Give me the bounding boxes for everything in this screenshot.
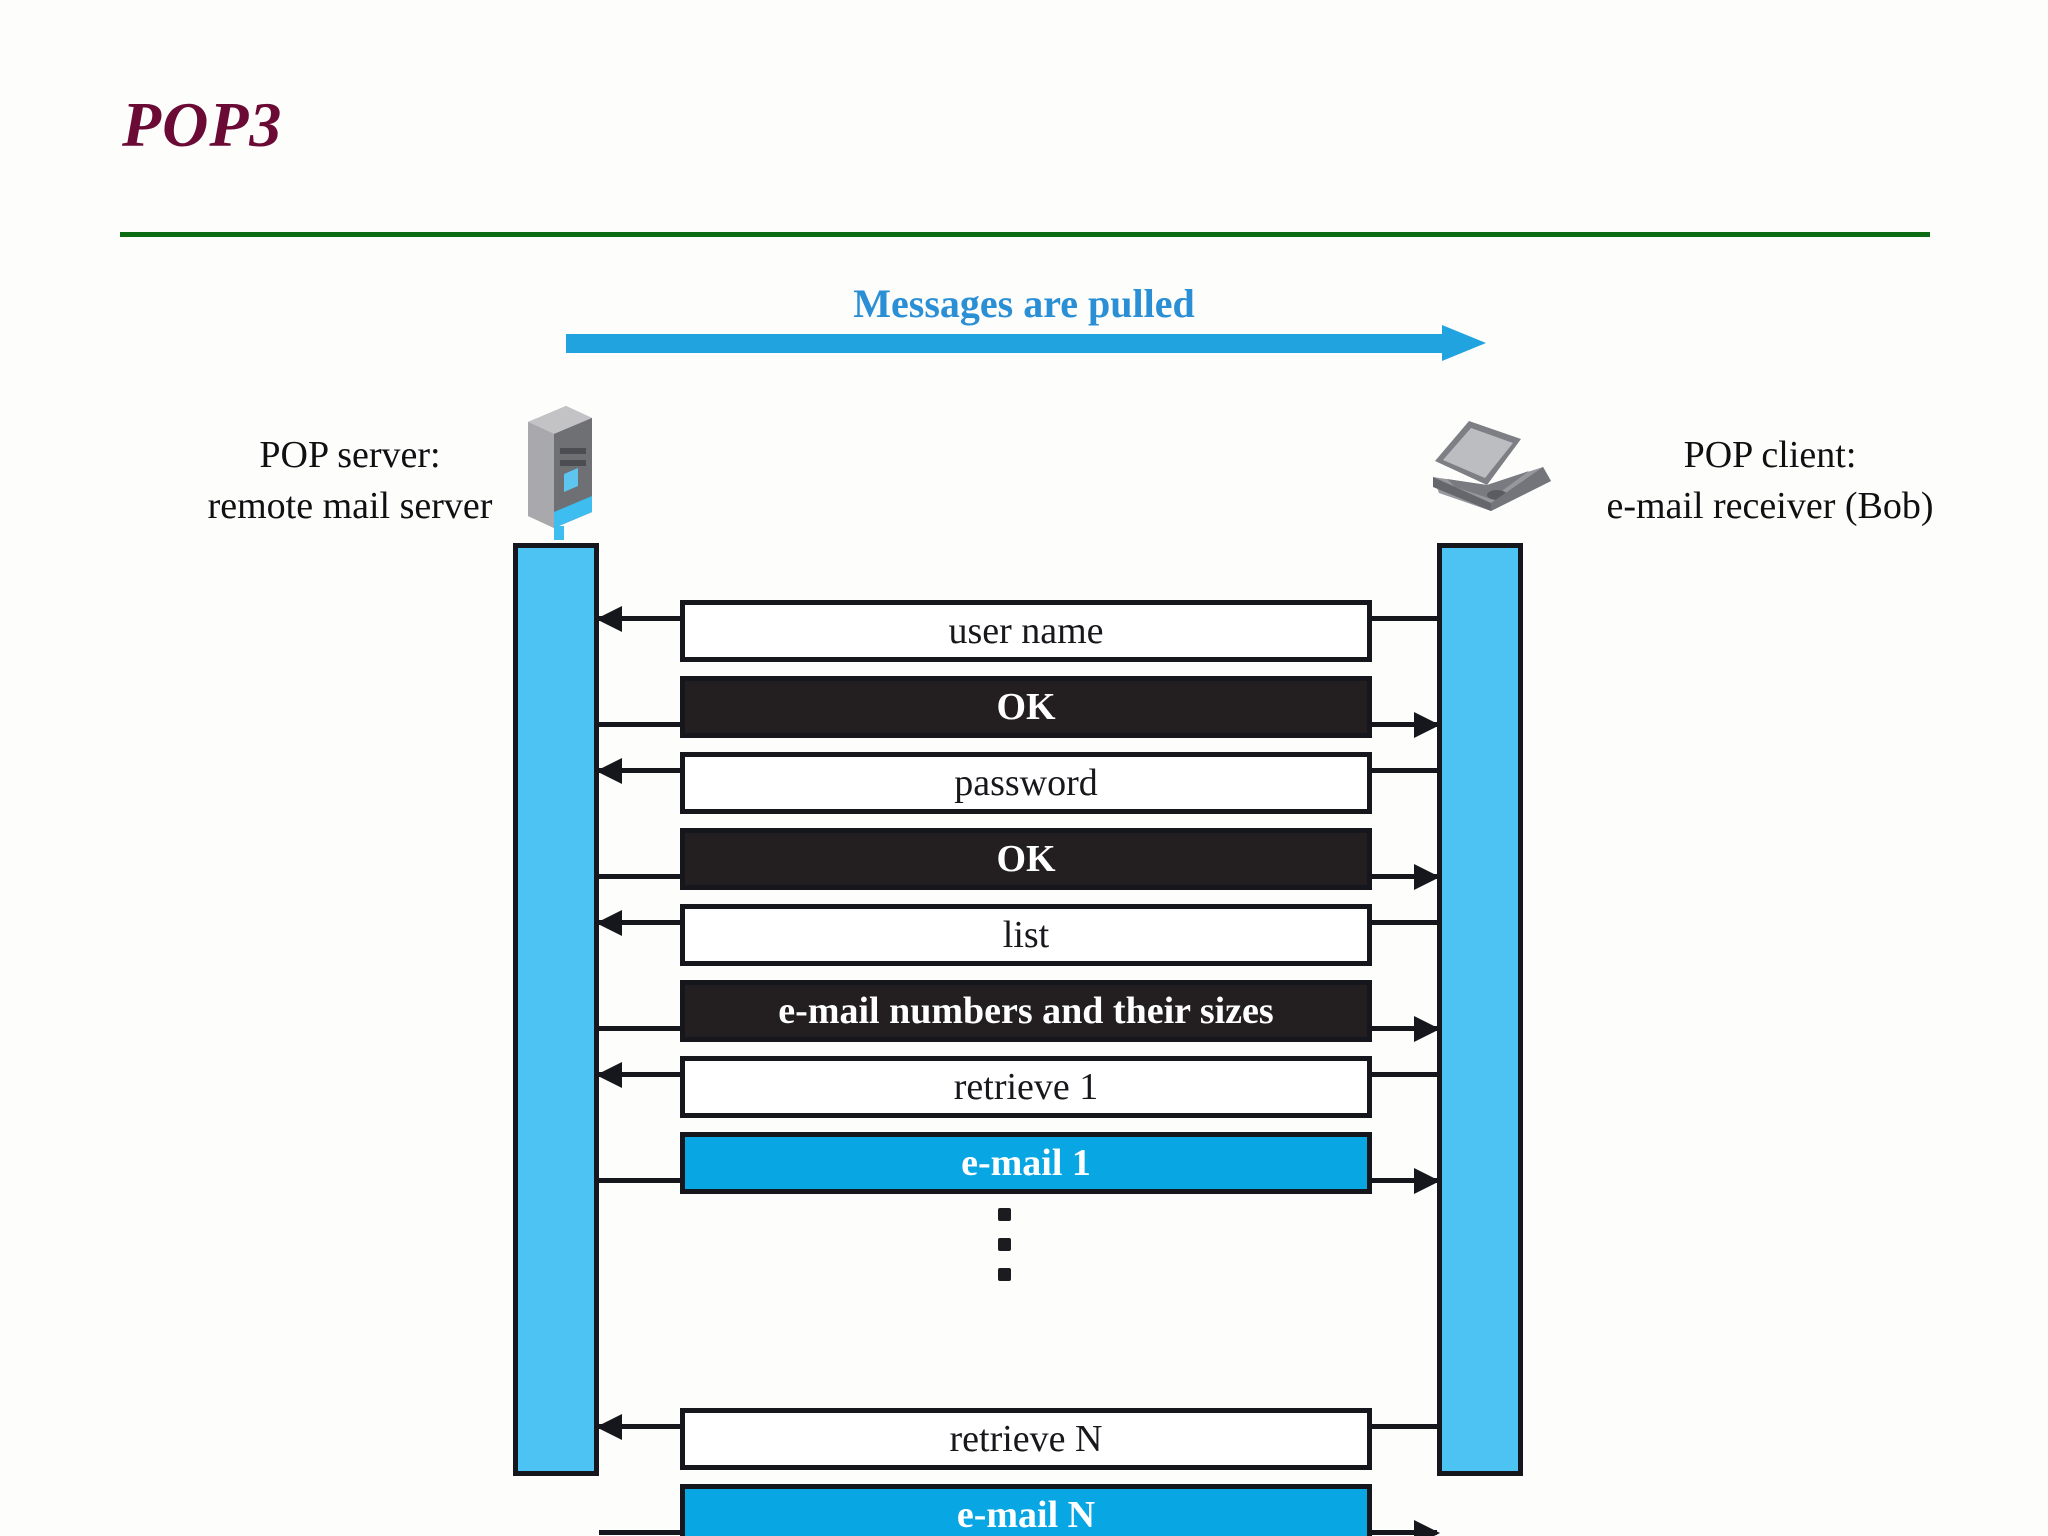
title-divider xyxy=(120,232,1930,237)
connector-line-client-side xyxy=(1372,1178,1437,1183)
server-label-line2: remote mail server xyxy=(207,485,493,528)
message-box: e-mail N xyxy=(680,1484,1372,1536)
arrow-head-to-server xyxy=(596,606,622,632)
client-label-line1: POP client: xyxy=(1683,434,1857,476)
message-box: list xyxy=(680,904,1372,966)
vertical-ellipsis-icon xyxy=(998,1208,1018,1288)
connector-line-server-side xyxy=(599,1026,680,1031)
server-tower-icon xyxy=(528,406,592,540)
connector-line-client-side xyxy=(1372,1424,1437,1429)
connector-line-client-side xyxy=(1372,1026,1437,1031)
connector-line-server-side xyxy=(599,768,680,773)
message-box: OK xyxy=(680,676,1372,738)
connector-line-server-side xyxy=(599,1530,680,1535)
message-label: OK xyxy=(996,838,1056,880)
connector-line-client-side xyxy=(1372,616,1437,621)
message-box: password xyxy=(680,752,1372,814)
connector-line-client-side xyxy=(1372,722,1437,727)
message-label: retrieve N xyxy=(949,1418,1103,1460)
server-label-line1: POP server: xyxy=(259,434,441,476)
message-label: retrieve 1 xyxy=(953,1066,1099,1108)
arrow-head-to-server xyxy=(596,758,622,784)
connector-line-server-side xyxy=(599,920,680,925)
connector-line-client-side xyxy=(1372,1530,1437,1535)
arrow-head-to-server xyxy=(596,1414,622,1440)
arrow-head-to-client xyxy=(1414,864,1440,890)
messages-pulled-label: Messages are pulled xyxy=(853,281,1195,326)
connector-line-server-side xyxy=(599,722,680,727)
arrow-head-to-server xyxy=(596,1062,622,1088)
connector-line-client-side xyxy=(1372,920,1437,925)
server-lifeline xyxy=(513,543,599,1476)
arrow-head-to-server xyxy=(596,910,622,936)
client-label-line2: e-mail receiver (Bob) xyxy=(1606,485,1934,528)
laptop-icon xyxy=(1433,421,1551,511)
message-box: e-mail numbers and their sizes xyxy=(680,980,1372,1042)
connector-line-server-side xyxy=(599,1424,680,1429)
connector-line-server-side xyxy=(599,1178,680,1183)
message-label: e-mail N xyxy=(956,1494,1096,1536)
connector-line-server-side xyxy=(599,616,680,621)
message-box: e-mail 1 xyxy=(680,1132,1372,1194)
client-label: POP client: e-mail receiver (Bob) xyxy=(1560,430,1980,533)
arrow-head-to-client xyxy=(1414,1520,1440,1536)
message-label: list xyxy=(1002,914,1050,956)
message-label: password xyxy=(954,762,1098,804)
connector-line-client-side xyxy=(1372,874,1437,879)
message-label: OK xyxy=(996,686,1056,728)
arrow-head-to-client xyxy=(1414,712,1440,738)
message-label: e-mail numbers and their sizes xyxy=(778,990,1274,1032)
messages-pulled-arrow-icon xyxy=(566,325,1486,361)
connector-line-server-side xyxy=(599,874,680,879)
message-box: retrieve 1 xyxy=(680,1056,1372,1118)
message-box: OK xyxy=(680,828,1372,890)
page-title: POP3 xyxy=(122,89,283,160)
arrow-shaft xyxy=(566,334,1446,353)
server-label: POP server: remote mail server xyxy=(190,430,510,533)
message-label: user name xyxy=(948,610,1104,652)
connector-line-client-side xyxy=(1372,768,1437,773)
message-box: retrieve N xyxy=(680,1408,1372,1470)
message-label: e-mail 1 xyxy=(961,1142,1091,1184)
message-box: user name xyxy=(680,600,1372,662)
arrow-head-to-client xyxy=(1414,1168,1440,1194)
connector-line-server-side xyxy=(599,1072,680,1077)
connector-line-client-side xyxy=(1372,1072,1437,1077)
client-lifeline xyxy=(1437,543,1523,1476)
arrow-head-to-client xyxy=(1414,1016,1440,1042)
arrow-head xyxy=(1442,325,1486,361)
